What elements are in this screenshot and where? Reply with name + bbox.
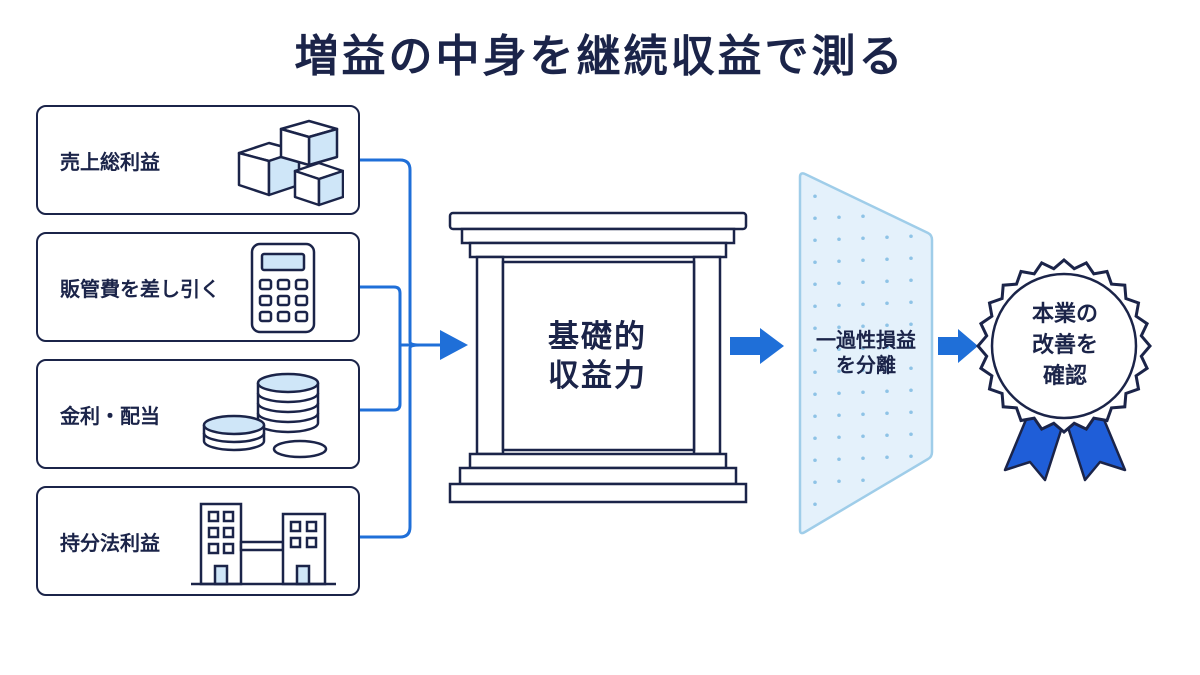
item-label: 金利・配当 [60,403,160,428]
award-medal-icon [976,258,1152,482]
item-label: 売上総利益 [60,149,160,174]
item-card-sga: 販管費を差し引く [36,232,360,342]
calculator-icon [250,242,316,334]
item-card-interest-dividends: 金利・配当 [36,359,360,469]
filter-label-line1: 一過性損益 [816,328,916,352]
medal-label-line2: 改善を [1031,332,1098,358]
arrow-right-icon [730,328,784,364]
pillar-frame-icon [448,211,748,504]
item-label: 持分法利益 [60,530,160,555]
office-buildings-icon [191,502,336,586]
coin-stack-icon [202,372,328,459]
cube-blocks-icon [237,119,344,207]
filter-panel-icon [798,172,934,535]
pillar-label: 基礎的 収益力 [505,318,690,396]
medal-label: 本業の 改善を 確認 [1000,300,1130,392]
page-title: 増益の中身を継続収益で測る [294,31,906,82]
connector-lines [360,158,440,539]
item-label: 販管費を差し引く [60,276,220,301]
connector-line-3 [360,343,440,412]
pillar-label-line1: 基礎的 [548,319,647,355]
filter-label: 一過性損益 を分離 [796,328,936,378]
filter-label-line2: を分離 [836,353,896,377]
connector-line-4 [360,343,440,539]
pillar-label-line2: 収益力 [548,357,647,394]
medal-label-line3: 確認 [1042,363,1087,389]
connector-line-2 [360,285,440,347]
medal-label-line1: 本業の [1031,302,1098,327]
arrow-right-icon-2 [938,329,978,363]
item-card-equity-method: 持分法利益 [36,486,360,596]
merge-arrow-icon [440,330,468,360]
item-card-gross-profit: 売上総利益 [36,105,360,215]
